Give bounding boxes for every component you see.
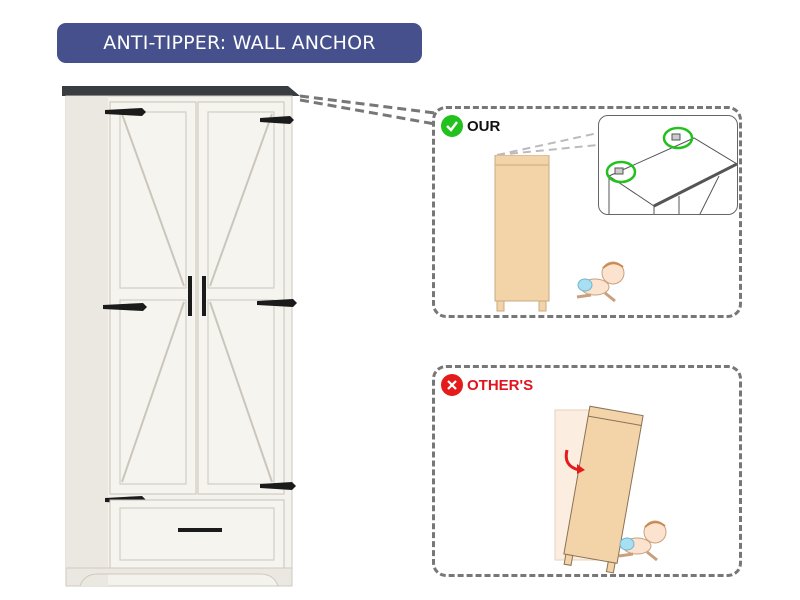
check-circle-icon [441, 115, 463, 137]
tipping-cabinet-icon [554, 405, 644, 574]
anchor-highlight [662, 126, 694, 150]
cabinet-image [62, 86, 300, 587]
title-badge: ANTI-TIPPER: WALL ANCHOR [57, 23, 422, 63]
other-panel: OTHER'S [432, 365, 742, 577]
anchor-highlight [605, 160, 637, 184]
our-label: OUR [441, 115, 500, 137]
baby-icon [618, 520, 667, 562]
tip-arrow-icon [564, 449, 580, 472]
guide-lines [496, 132, 599, 156]
our-panel: OUR [432, 106, 742, 318]
x-circle-icon [441, 374, 463, 396]
title-text: ANTI-TIPPER: WALL ANCHOR [103, 32, 376, 54]
baby-icon [576, 261, 625, 303]
anchored-cabinet-icon [494, 155, 550, 312]
anchor-closeup-inset [598, 115, 738, 215]
other-label: OTHER'S [441, 374, 533, 396]
